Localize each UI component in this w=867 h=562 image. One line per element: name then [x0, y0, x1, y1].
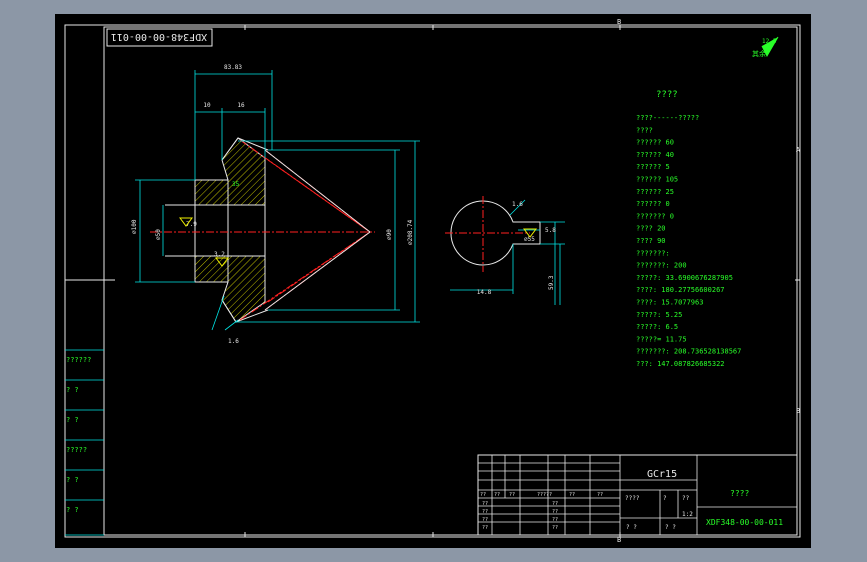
drawing-number-box: XDF348-00-00-011 [106, 28, 213, 47]
title-block-header: ?? [597, 492, 603, 498]
dim-bottom: 1.6 [512, 201, 523, 208]
title-block-mid-label: ?? [552, 509, 558, 515]
param-row: ????: 15.7077963 [636, 299, 703, 307]
param-row: ???: 147.087826685322 [636, 360, 725, 368]
side-table-cell: ? ? [66, 506, 79, 514]
title-block-header: ?? [509, 492, 515, 498]
param-row: ?????? 105 [636, 176, 678, 184]
material-label: GCr15 [647, 469, 677, 480]
param-row: ?????= 11.75 [636, 335, 687, 343]
param-row: ?????? 0 [636, 200, 670, 208]
dim-16: 16 [237, 102, 245, 109]
params-title: ???? [656, 90, 678, 100]
param-row: ?????? 60 [636, 139, 674, 147]
roughness-symbol: 12.5 其余 [752, 36, 779, 58]
drawing-number-mirrored: XDF348-00-00-011 [111, 31, 207, 42]
side-table-cell: ?????? [66, 356, 91, 364]
title-block-mid-label: ?? [552, 517, 558, 523]
title-block-left-label: ?? [482, 525, 488, 531]
title-block-header: ?? [494, 492, 500, 498]
inner-border [103, 26, 798, 536]
title-block-header: ?? [569, 492, 575, 498]
title-block: GCr15 ???? XDF348-00-00-011 ???? ? ?? 1:… [477, 454, 798, 536]
drawing-sheet [55, 14, 811, 548]
title-block-left-label: ?? [482, 517, 488, 523]
dim-bore: ⌀55 [524, 236, 535, 243]
col-b: ?? [682, 495, 690, 502]
title-block-header: ????? [537, 492, 552, 498]
param-row: ??????? 0 [636, 212, 674, 220]
zone-letter-bottom: B [617, 536, 621, 544]
col-a: ? [663, 495, 667, 502]
sheet-b: ? ? [665, 524, 676, 531]
dim-3-2: 3.2 [214, 251, 225, 258]
side-table-cell: ? ? [66, 476, 79, 484]
zone-letter-right-a: A [796, 146, 801, 154]
roughness-note: 其余 [752, 49, 766, 58]
side-table-cell: ????? [66, 446, 87, 454]
dim-35: 35 [232, 181, 240, 188]
param-row: ?????? 25 [636, 188, 674, 196]
weight-header: ???? [625, 495, 640, 502]
param-row: ???????: [636, 249, 670, 257]
company-label: ???? [730, 489, 749, 498]
dim-top: 83.83 [224, 64, 242, 71]
param-row: ?????: 33.6900676287905 [636, 274, 733, 282]
scale: 1:2 [682, 511, 693, 518]
param-row: ?????? 5 [636, 163, 670, 171]
dim-1-6: 1.6 [228, 338, 239, 345]
param-row: ????: 180.27756600267 [636, 286, 725, 294]
title-block-header: ?? [480, 492, 486, 498]
dim-key-h: 59.3 [548, 275, 555, 290]
dim-center-dia: ⌀50 [155, 229, 162, 240]
param-row: ?????? 40 [636, 151, 674, 159]
side-table-cell: ? ? [66, 416, 79, 424]
title-block-mid-label: ?? [552, 501, 558, 507]
zone-letter-top: B [617, 18, 621, 26]
dim-large-dia: ⌀208.74 [407, 219, 414, 245]
left-side-table: ?????? ? ? ? ?????? ? ? ? ? [65, 349, 104, 536]
dim-10: 10 [203, 102, 211, 109]
drawing-number: XDF348-00-00-011 [706, 518, 783, 527]
param-row: ???????: 200 [636, 262, 687, 270]
gear-section-view: 83.83 10 16 35 7.9 ⌀100 ⌀50 ⌀90 ⌀208.74 … [131, 64, 420, 345]
param-row: ????------????? [636, 114, 699, 122]
gear-parameter-table: ???? ????------????????? ?????? 60 ?????? … [636, 90, 741, 368]
title-block-left-label: ?? [482, 501, 488, 507]
side-table-cell: ? ? [66, 386, 79, 394]
dim-tip-dia: ⌀90 [386, 229, 393, 240]
param-row: ?????: 5.25 [636, 311, 682, 319]
param-row: ???????: 208.736528138567 [636, 348, 741, 356]
roughness-value: 12.5 [762, 38, 777, 45]
param-row: ???? 20 [636, 225, 666, 233]
zone-letter-right-b: B [796, 407, 800, 415]
title-block-mid-label: ?? [552, 525, 558, 531]
title-block-left-label: ?? [482, 509, 488, 515]
param-row: ???? [636, 126, 653, 134]
dim-7-9: 7.9 [186, 221, 197, 228]
dim-left-dia: ⌀100 [131, 219, 138, 234]
dim-keyway: 14.8 [477, 289, 492, 296]
param-row: ?????: 6.5 [636, 323, 678, 331]
bore-keyway-view: 14.8 59.3 5.8 ⌀55 1.6 [445, 196, 565, 305]
param-row: ???? 90 [636, 237, 666, 245]
sheet-a: ? ? [626, 524, 637, 531]
dim-key-w: 5.8 [545, 227, 556, 234]
